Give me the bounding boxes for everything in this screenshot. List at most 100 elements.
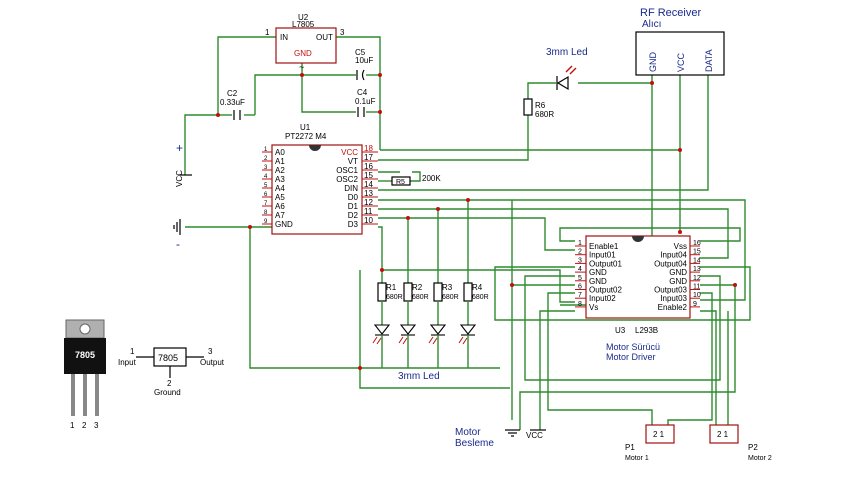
motor-connector-p2: 2 1 P2 Motor 2 [709,424,772,462]
l293-right-pin-num: 16 [693,240,701,247]
led-icon [373,324,391,335]
pt2272-left-pin-label: GND [275,220,293,229]
resistor-r5: R5 200K [391,174,441,186]
p2-pins: 2 1 [717,430,729,439]
pt2272-left-pin-label: A7 [275,211,285,220]
minus-label: - [176,237,180,251]
r6-ref: R6 [535,101,546,110]
rf-receiver: RF Receiver Alıcı GND VCC DATA [635,7,725,76]
decoder-pt2272: U1 PT2272 M4 A01A12A23A34A45A56A67A78GND… [262,123,378,235]
l293-left-pin-label: Input02 [589,294,616,303]
l293-left-pin-label: Output02 [589,286,622,295]
led-icon [429,324,447,335]
symbol-in-num: 1 [130,347,135,356]
l293-left-pin-label: GND [589,268,607,277]
pt2272-right-pin-label: DIN [344,184,358,193]
l293-left-pin-label: Enable1 [589,242,619,251]
pt2272-left-pin-label: A2 [275,166,285,175]
pt2272-right-pin-label: D2 [348,211,359,220]
l293-right-pin-label: GND [669,277,687,286]
led-resistor-bank: R1 680R R2 680R R3 680R R4 680R 3mm Led [372,282,489,382]
c2-ref: C2 [227,89,238,98]
l293-left-pin-label: GND [589,277,607,286]
p2-ref: P2 [748,443,758,452]
c2-val: 0.33uF [220,98,245,107]
pt2272-left-pin-label: A6 [275,202,285,211]
to220-package: 7805 1 2 3 [64,319,106,430]
driver-label-en: Motor Driver [606,352,656,362]
capacitor-c2: C2 0.33uF [220,89,245,120]
pt2272-left-pin-label: A5 [275,193,285,202]
u2-ref: U2 [298,13,309,22]
pt2272-left-pin-num: 9 [264,219,268,225]
pt2272-right-pin-num: 15 [364,171,373,180]
motor-connector-p1: 2 1 P1 Motor 1 [625,424,675,462]
plus-label: + [176,141,183,155]
pt2272-right-pin-label: D3 [348,220,359,229]
u2-pin-gnd: GND [294,49,312,58]
pt2272-right-pin-label: D1 [348,202,359,211]
top-led: 3mm Led [546,47,588,91]
pt2272-right-pin-label: OSC2 [336,175,358,184]
l293-left-pin-label: Input01 [589,251,616,260]
rf-pin-data: DATA [704,49,714,72]
u2-pin-in: IN [280,33,288,42]
motor-supply-line1: Motor [455,427,481,438]
pt2272-left-pin-num: 5 [264,183,268,189]
l293-left-pin-num: 2 [578,249,582,256]
l293-left-pin-num: 3 [578,257,582,264]
pkg-pin-2: 2 [82,421,87,430]
capacitor-c4: C4 0.1uF [355,88,376,117]
c4-ref: C4 [357,88,368,97]
r4-val: 680R [472,294,489,301]
regulator-symbol: 7805 1 Input 3 Output 2 Ground [118,347,225,397]
top-led-title: 3mm Led [546,47,588,58]
led-icon [459,324,477,335]
power-input: + - VCC [173,141,192,251]
u2-pin-out: OUT [316,33,333,42]
c4-val: 0.1uF [355,97,376,106]
l293-left-pin-num: 4 [578,266,582,273]
pkg-pin-1: 1 [70,421,75,430]
bottom-led-title: 3mm Led [398,371,440,382]
motor-supply: Motor Besleme VCC [455,427,546,449]
pt2272-left-pin-num: 1 [264,147,268,153]
l293-left-pin-num: 6 [578,284,582,291]
motor-supply-line2: Besleme [455,438,494,449]
junction-dots [216,73,737,370]
pt2272-right-pin-num: 12 [364,198,373,207]
pt2272-right-pin-label: VT [348,157,358,166]
symbol-label: 7805 [158,353,178,363]
pt2272-left-pin-num: 3 [264,165,268,171]
l293-left-pin-num: 5 [578,275,582,282]
r6-val: 680R [535,110,554,119]
wires [184,36,751,430]
u3-name: L293B [635,326,658,335]
r3-val: 680R [442,294,459,301]
l293-left-pin-num: 7 [578,292,582,299]
pt2272-right-pin-num: 18 [364,144,373,153]
r1-val: 680R [386,294,403,301]
r2-val: 680R [412,294,429,301]
p2-name: Motor 2 [748,455,772,462]
symbol-in-label: Input [118,358,137,367]
regulator-u2: U2 L7805 IN OUT GND 1 3 ~ [265,13,345,72]
u2-num-in: 1 [265,28,270,37]
rf-title: RF Receiver [640,7,701,19]
u1-ref: U1 [300,123,311,132]
rf-pin-vcc: VCC [676,52,686,72]
package-label: 7805 [75,350,95,360]
r4-ref: R4 [472,283,483,292]
u2-name: L7805 [292,20,315,29]
pt2272-left-pin-label: A3 [275,175,285,184]
u3-ref: U3 [615,326,626,335]
l293-left-pin-num: 1 [578,240,582,247]
pt2272-right-pin-num: 17 [364,153,373,162]
r5-ref: R5 [396,179,405,186]
pt2272-right-pin-num: 14 [364,180,373,189]
pt2272-left-pin-num: 4 [264,174,268,180]
c5-val: 10uF [355,56,373,65]
pt2272-left-pin-num: 8 [264,210,268,216]
